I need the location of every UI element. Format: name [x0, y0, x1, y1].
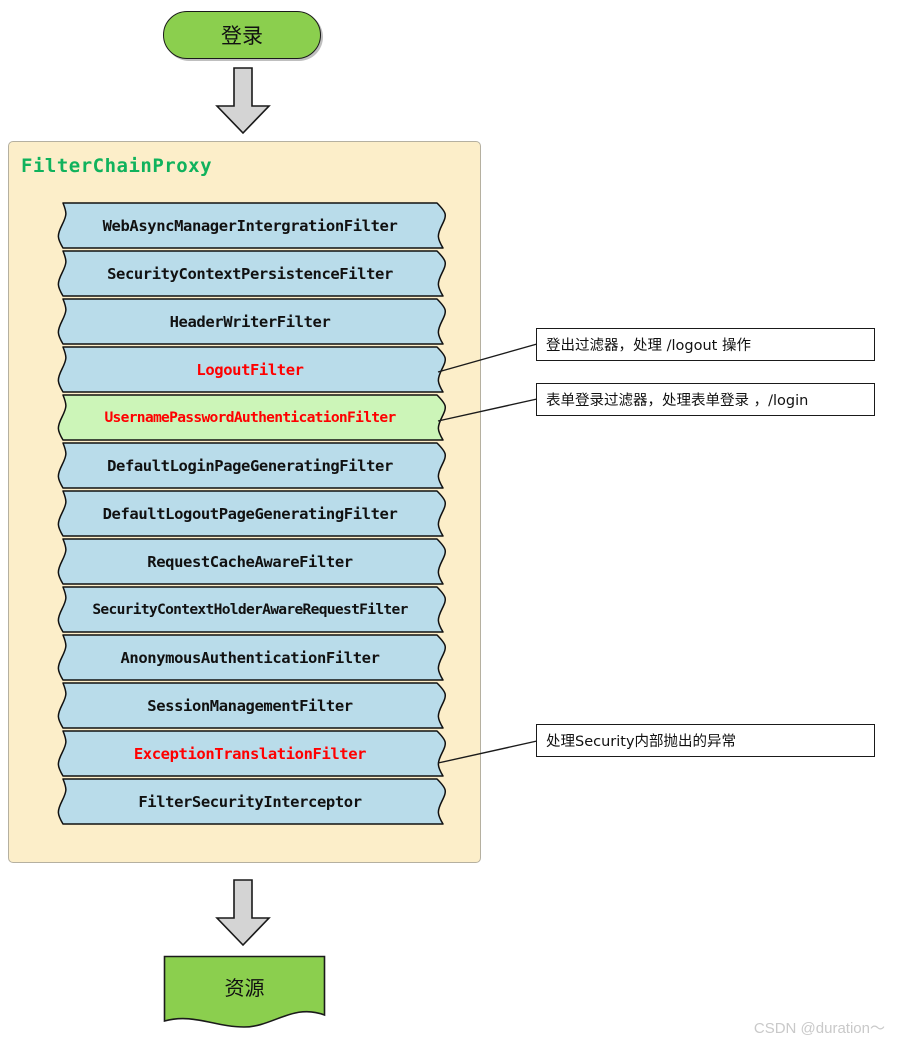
filter-box: HeaderWriterFilter	[51, 297, 449, 346]
note-exception-translation-filter: 处理Security内部抛出的异常	[536, 724, 875, 757]
note-username-password-filter: 表单登录过滤器，处理表单登录 ，/login	[536, 383, 875, 416]
filter-chain-proxy-container: FilterChainProxy WebAsyncManagerIntergra…	[8, 141, 481, 863]
filter-box: SessionManagementFilter	[51, 681, 449, 730]
note-exception-translation-filter-text: 处理Security内部抛出的异常	[546, 734, 737, 750]
note-logout-filter-text: 登出过滤器，处理 /logout 操作	[546, 338, 751, 354]
filter-box: DefaultLoginPageGeneratingFilter	[51, 441, 449, 490]
filter-box: UsernamePasswordAuthenticationFilter	[51, 393, 449, 442]
note-username-password-filter-text: 表单登录过滤器，处理表单登录 ，/login	[546, 393, 809, 409]
filter-box: RequestCacheAwareFilter	[51, 537, 449, 586]
arrow-down-bottom	[213, 878, 273, 953]
filter-box: SecurityContextPersistenceFilter	[51, 249, 449, 298]
arrow-down-top	[213, 66, 273, 141]
filter-box: ExceptionTranslationFilter	[51, 729, 449, 778]
filter-box: FilterSecurityInterceptor	[51, 777, 449, 826]
watermark: CSDN @duration～	[753, 1020, 885, 1037]
filter-box: DefaultLogoutPageGeneratingFilter	[51, 489, 449, 538]
start-node-label: 登录	[221, 24, 263, 48]
filter-box: WebAsyncManagerIntergrationFilter	[51, 201, 449, 250]
filter-box: SecurityContextHolderAwareRequestFilter	[51, 585, 449, 634]
start-node-login: 登录	[163, 11, 321, 59]
end-node-resource	[163, 955, 326, 1028]
note-logout-filter: 登出过滤器，处理 /logout 操作	[536, 328, 875, 361]
filter-box: LogoutFilter	[51, 345, 449, 394]
filter-box: AnonymousAuthenticationFilter	[51, 633, 449, 682]
filter-chain-proxy-title: FilterChainProxy	[21, 155, 213, 177]
